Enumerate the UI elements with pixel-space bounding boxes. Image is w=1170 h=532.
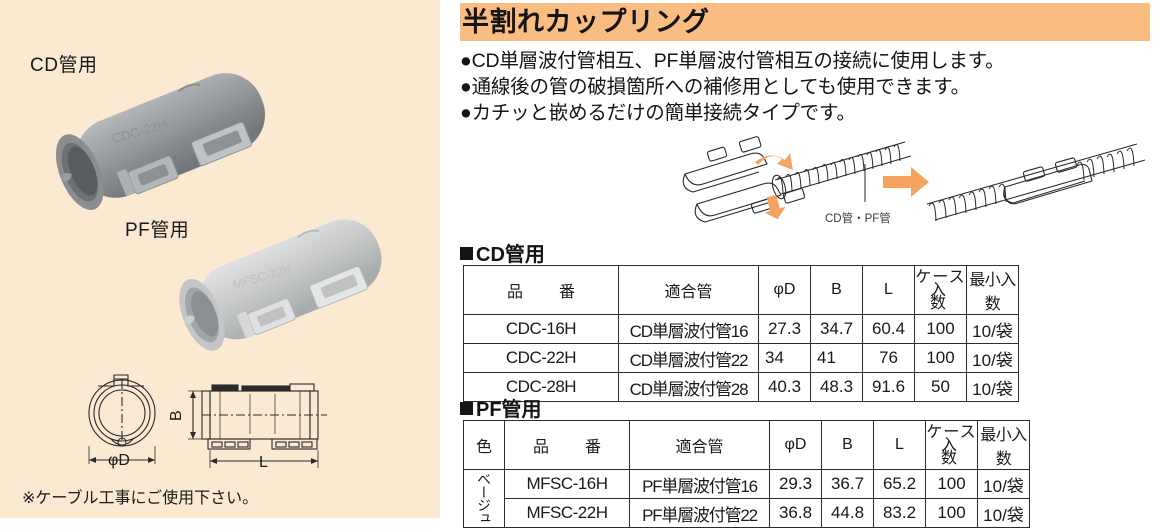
cell-fit-pipe: CD単層波付管28 xyxy=(618,372,759,402)
cell-min-qty: 10/袋 xyxy=(977,469,1030,499)
col-header-fit-pipe: 適合管 xyxy=(629,420,770,470)
table-header-row: 品 番 適合管 φD B L ケース 入 数 最小入数 xyxy=(463,265,1019,315)
spec-panel: 半割れカップリング ●CD単層波付管相互、PF単層波付管相互の接続に使用します。… xyxy=(440,0,1170,532)
cell-part-no: CDC-16H xyxy=(463,314,619,344)
product-image-panel: CDC-22H MFSC-22H CD管用 PF管用 xyxy=(0,0,440,518)
cell-min-qty: 10/袋 xyxy=(966,372,1019,402)
cell-fit-pipe: PF単層波付管22 xyxy=(629,498,770,528)
cell-case-qty: 100 xyxy=(914,314,967,344)
dim-label-l: L xyxy=(259,454,268,471)
bullet-square-icon xyxy=(460,402,473,415)
col-header-b: B xyxy=(810,265,863,315)
spec-table-pf: 色 品 番 適合管 φD B L ケース 入 数 最小入数 ベージュ MFSC-… xyxy=(463,420,1030,528)
case-head-line2: 入 数 xyxy=(929,281,973,312)
table-header-row: 色 品 番 適合管 φD B L ケース 入 数 最小入数 xyxy=(463,420,1030,470)
cell-l: 91.6 xyxy=(862,372,915,402)
table-row: CDC-22H CD単層波付管22 34 41 76 100 10/袋 xyxy=(463,343,1019,373)
cell-color-label: ベージュ xyxy=(476,471,492,524)
cell-l: 83.2 xyxy=(873,498,926,528)
col-header-case-qty: ケース 入 数 xyxy=(914,265,973,315)
installation-diagram xyxy=(682,136,1146,223)
col-header-case-qty: ケース 入 数 xyxy=(925,420,984,470)
cell-fit-pipe: CD単層波付管16 xyxy=(618,314,759,344)
cell-color: ベージュ xyxy=(463,469,505,528)
section-heading-pf: PF管用 xyxy=(460,393,542,422)
case-head-line2: 入 数 xyxy=(940,436,984,467)
label-pf-pipe: PF管用 xyxy=(125,220,190,241)
table-row: ベージュ MFSC-16H PF単層波付管16 29.3 36.7 65.2 1… xyxy=(463,469,1030,528)
cell-b: 44.8 xyxy=(821,498,874,528)
cell-b: 48.3 xyxy=(810,372,863,402)
cell-fit-pipe: PF単層波付管16 xyxy=(629,469,770,499)
col-header-part-no: 品 番 xyxy=(463,265,619,315)
cell-part-no: CDC-28H xyxy=(463,372,619,402)
feature-list: ●CD単層波付管相互、PF単層波付管相互の接続に使用します。 ●通線後の管の破損… xyxy=(460,48,1160,126)
case-head-line1: ケース xyxy=(926,423,977,441)
table-row: MFSC-22H PF単層波付管22 36.8 44.8 83.2 100 10… xyxy=(464,498,1030,528)
col-header-color: 色 xyxy=(463,420,505,470)
label-cd-pipe: CD管用 xyxy=(30,55,98,76)
col-header-b: B xyxy=(821,420,874,470)
cell-b: 34.7 xyxy=(810,314,863,344)
cell-case-qty: 100 xyxy=(914,343,967,373)
footnote-text: ※ケーブル工事にご使用下さい。 xyxy=(22,490,259,507)
col-header-min-qty: 最小入数 xyxy=(977,420,1030,470)
title-bar xyxy=(460,3,1150,41)
bullet-square-icon xyxy=(460,247,473,260)
col-header-l: L xyxy=(862,265,915,315)
cell-phi-d: 36.8 xyxy=(769,498,822,528)
section-heading-pf-label: PF管用 xyxy=(476,399,542,421)
product-photo-pf: MFSC-22H xyxy=(179,219,382,351)
case-head-line1: ケース xyxy=(915,268,966,286)
cell-min-qty: 10/袋 xyxy=(977,498,1030,528)
section-heading-cd: CD管用 xyxy=(460,238,545,267)
process-arrow xyxy=(883,167,929,197)
cell-phi-d: 29.3 xyxy=(769,469,822,499)
cell-b: 36.7 xyxy=(821,469,874,499)
cell-phi-d: 27.3 xyxy=(758,314,811,344)
cell-l: 65.2 xyxy=(873,469,926,499)
dim-label-b: B xyxy=(168,410,185,421)
section-heading-cd-label: CD管用 xyxy=(476,244,545,266)
cell-l: 60.4 xyxy=(862,314,915,344)
cell-min-qty: 10/袋 xyxy=(966,343,1019,373)
cell-part-no: CDC-22H xyxy=(463,343,619,373)
cell-part-no: MFSC-22H xyxy=(504,498,630,528)
col-header-phi-d: φD xyxy=(758,265,811,315)
cell-part-no: MFSC-16H xyxy=(504,469,630,499)
product-photo-cd: CDC-22H xyxy=(55,73,266,210)
col-header-fit-pipe: 適合管 xyxy=(618,265,759,315)
feature-item: ●カチッと嵌めるだけの簡単接続タイプです。 xyxy=(460,102,856,124)
feature-item: ●CD単層波付管相互、PF単層波付管相互の接続に使用します。 xyxy=(460,50,1005,72)
technical-drawing: φD B L xyxy=(88,374,327,471)
dim-label-phi-d: φD xyxy=(108,452,130,469)
cell-case-qty: 100 xyxy=(925,498,978,528)
cell-min-qty: 10/袋 xyxy=(966,314,1019,344)
table-row: CDC-28H CD単層波付管28 40.3 48.3 91.6 50 10/袋 xyxy=(463,372,1019,402)
col-header-min-qty: 最小入数 xyxy=(966,265,1019,315)
cell-case-qty: 100 xyxy=(925,469,978,499)
col-header-phi-d: φD xyxy=(769,420,822,470)
cell-phi-d: 34 xyxy=(758,343,811,373)
cell-b: 41 xyxy=(810,343,863,373)
cell-l: 76 xyxy=(862,343,915,373)
cell-case-qty: 50 xyxy=(914,372,967,402)
page-title: 半割れカップリング xyxy=(462,7,710,37)
col-header-l: L xyxy=(873,420,926,470)
cell-phi-d: 40.3 xyxy=(758,372,811,402)
cell-fit-pipe: CD単層波付管22 xyxy=(618,343,759,373)
table-row: CDC-16H CD単層波付管16 27.3 34.7 60.4 100 10/… xyxy=(463,314,1019,344)
feature-item: ●通線後の管の破損箇所への補修用としても使用できます。 xyxy=(460,76,970,98)
spec-table-cd: 品 番 適合管 φD B L ケース 入 数 最小入数 CDC-16H CD単層… xyxy=(463,265,1019,402)
diagram-caption: CD管・PF管 xyxy=(825,213,891,225)
col-header-part-no: 品 番 xyxy=(504,420,630,470)
